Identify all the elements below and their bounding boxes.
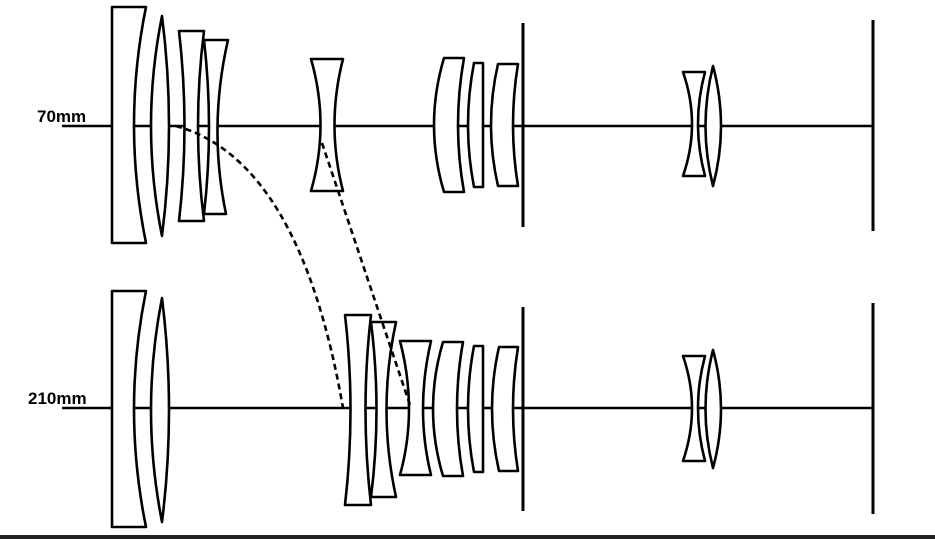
lens-element [177, 29, 206, 223]
lens-element [681, 70, 707, 178]
lens-element [431, 340, 465, 478]
lens-element [202, 38, 230, 216]
lens-element [490, 345, 520, 473]
lens-element [681, 354, 707, 463]
lens-element [110, 289, 148, 529]
focal-length-label-210mm: 210mm [28, 389, 87, 408]
lens-element [432, 56, 466, 194]
lens-element [343, 313, 373, 507]
lens-element [309, 57, 345, 193]
lens-element [110, 5, 148, 245]
lens-element [398, 339, 433, 477]
bottom-border [0, 535, 935, 539]
lens-element [369, 320, 398, 499]
lens-element [149, 14, 171, 238]
lens-element [489, 62, 520, 188]
config-70mm: 70mm [37, 5, 875, 245]
lens-element [704, 64, 723, 188]
zoom-movement-track [175, 124, 345, 409]
focal-length-label-70mm: 70mm [37, 107, 86, 126]
lens-element [466, 61, 485, 189]
lens-element [704, 348, 723, 470]
zoom-movement-track [320, 142, 412, 406]
config-210mm: 210mm [28, 289, 875, 529]
lens-element [466, 344, 485, 474]
lens-element [149, 296, 171, 524]
